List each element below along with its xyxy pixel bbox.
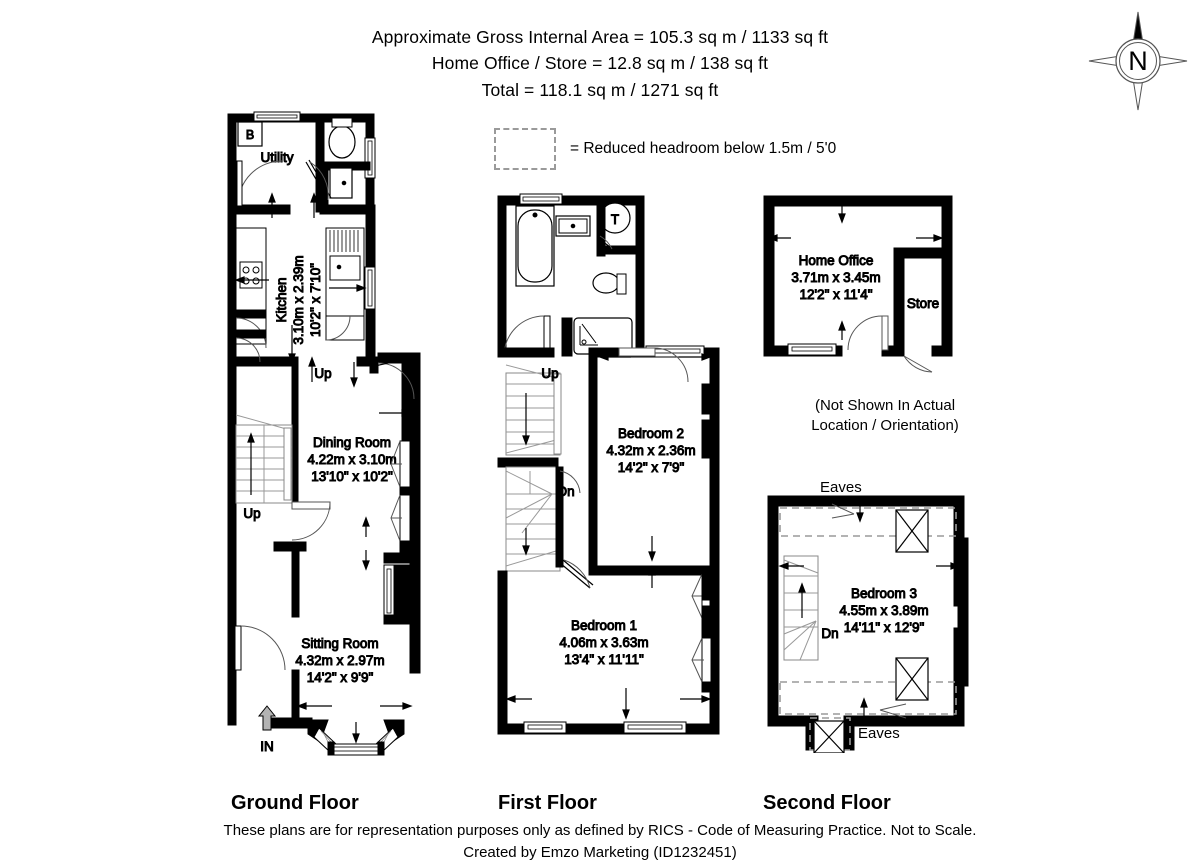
total-area-line: Total = 118.1 sq m / 1271 sq ft [481,79,719,100]
bedroom2-dim-imperial: 14'2" x 7'9" [618,460,685,475]
second-floor-title: Second Floor [763,792,891,814]
area-summary-header: Approximate Gross Internal Area = 105.3 … [0,24,1200,103]
home-office-store-area-line: Home Office / Store = 12.8 sq m / 138 sq… [431,53,769,74]
bedroom1-dim-metric: 4.06m x 3.63m [559,635,648,650]
gross-internal-area-line: Approximate Gross Internal Area = 105.3 … [371,27,829,47]
sitting-dim-imperial: 14'2" x 9'9" [307,670,374,685]
first-floor-title: First Floor [498,792,597,814]
home-office-location-note: (Not Shown In Actual Location / Orientat… [790,396,980,437]
second-dn-label: Dn [821,626,838,641]
eaves-label-top: Eaves [820,479,862,496]
first-up-label: Up [541,366,558,381]
sitting-dim-metric: 4.32m x 2.97m [295,653,384,668]
ground-floor-title: Ground Floor [231,792,359,814]
tank-label: T [611,212,619,227]
bedroom2-label: Bedroom 2 [618,426,684,441]
bedroom3-label: Bedroom 3 [851,586,917,601]
home-office-dim-metric: 3.71m x 3.45m [791,270,880,285]
home-office-label: Home Office [799,253,874,268]
entrance-in-label: IN [260,739,274,754]
bedroom3-dim-metric: 4.55m x 3.89m [839,603,928,618]
ground-up-label-kitchen: Up [314,366,331,381]
bedroom1-dim-imperial: 13'4" x 11'11" [564,652,644,667]
dining-dim-imperial: 13'10" x 10'2" [311,469,393,484]
kitchen-dim-metric: 3.10m x 2.39m [291,255,306,344]
home-office-note-line2: Location / Orientation) [811,417,959,435]
legend: = Reduced headroom below 1.5m / 5'0 [494,128,836,170]
kitchen-dim-imperial: 10'2" x 7'10" [308,263,323,337]
ground-up-label-dining: Up [243,506,260,521]
sitting-room-label: Sitting Room [301,636,378,651]
dining-room-label: Dining Room [313,435,391,450]
bedroom1-label: Bedroom 1 [571,618,637,633]
first-floor-plan: T [494,188,734,768]
legend-swatch-reduced-headroom [494,128,556,170]
ground-floor-plan: B Utility [224,110,474,785]
second-floor-plan: Dn Bedroom 3 4.55m x 3.89m 14'11" x 12'9… [758,478,988,753]
home-office-plan: Home Office 3.71m x 3.45m 12'2" x 11'4" … [758,192,973,382]
eaves-label-bottom: Eaves [858,725,900,742]
first-dn-label: Dn [557,484,574,499]
home-office-dim-imperial: 12'2" x 11'4" [799,287,872,302]
home-office-note-line1: (Not Shown In Actual [814,397,956,414]
legend-label-reduced-headroom: = Reduced headroom below 1.5m / 5'0 [570,140,837,157]
boiler-label: B [246,128,254,142]
utility-room-label: Utility [261,150,294,165]
footer: These plans are for representation purpo… [0,820,1200,864]
store-label: Store [907,296,939,311]
dining-dim-metric: 4.22m x 3.10m [307,452,396,467]
footer-credit: Created by Emzo Marketing (ID1232451) [463,843,737,861]
compass-rose-icon: N [1085,8,1191,114]
bedroom3-dim-imperial: 14'11" x 12'9" [844,620,925,635]
bedroom2-dim-metric: 4.32m x 2.36m [606,443,695,458]
footer-disclaimer: These plans are for representation purpo… [223,822,977,839]
kitchen-room-label: Kitchen [274,277,289,322]
compass-north-label: N [1128,46,1148,76]
